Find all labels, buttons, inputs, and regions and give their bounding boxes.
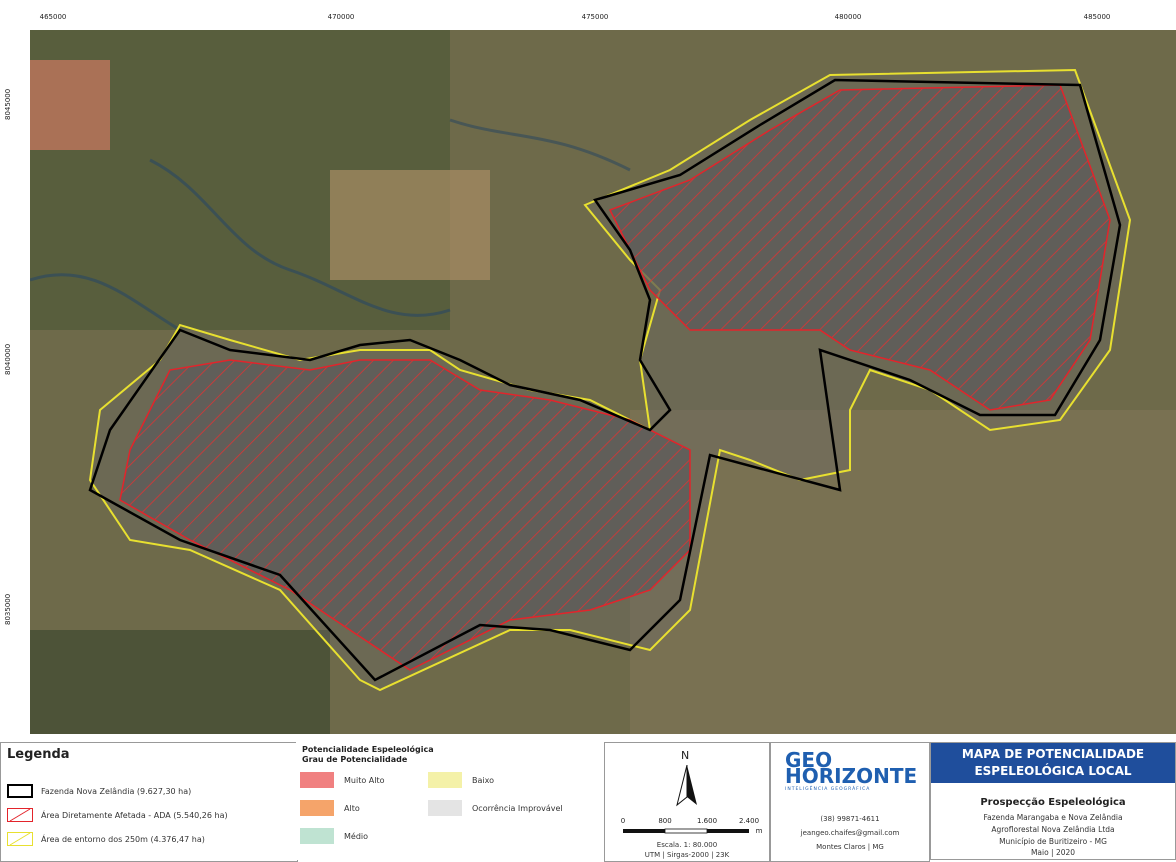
scale-tick: 800 <box>658 817 672 825</box>
potential-title-line: Grau de Potencialidade <box>302 755 408 764</box>
info-line: Fazenda Marangaba e Nova Zelândia <box>983 813 1123 822</box>
x-tick-label: 465000 <box>39 13 67 21</box>
scale-tick: 1.600 <box>696 817 718 825</box>
north-label: N <box>681 749 690 762</box>
potential-class-medio: Médio <box>300 828 368 844</box>
scale-bar <box>623 828 749 834</box>
logo-horizonte: HORIZONTE <box>785 764 918 788</box>
contact-email: jeangeo.chaifes@gmail.com <box>800 829 900 837</box>
forest-patch <box>30 630 330 734</box>
boundary-symbol <box>7 784 33 798</box>
potential-title-line: Potencialidade Espeleológica <box>302 745 434 754</box>
x-tick-label: 475000 <box>581 13 609 21</box>
ada-area-west <box>119 359 691 671</box>
river <box>449 118 631 172</box>
river <box>30 273 181 332</box>
potential-class-baixo: Baixo <box>428 772 494 788</box>
buffer-symbol <box>7 832 33 846</box>
map-title-line: ESPELEOLÓGICA LOCAL <box>974 764 1132 778</box>
potential-class-improvavel: Ocorrência Improvável <box>428 800 563 816</box>
class-label: Baixo <box>472 775 494 785</box>
class-label: Alto <box>344 803 360 813</box>
field-patch <box>330 170 490 280</box>
projection-text: UTM | Sirgas-2000 | 23K <box>644 851 730 859</box>
scale-tick: 2.400 <box>738 817 760 825</box>
scale-panel: N 0 800 1.600 2.400 m Escala. 1: 80.000 … <box>604 742 770 862</box>
potential-legend: Potencialidade Espeleológica Grau de Pot… <box>296 742 602 860</box>
legend: Legenda Fazenda Nova Zelândia (9.627,30 … <box>0 742 298 862</box>
map-subtitle: Prospecção Espeleológica <box>980 797 1126 808</box>
legend-title: Legenda <box>7 747 70 762</box>
class-swatch <box>300 772 334 788</box>
company-logo-panel: GEO HORIZONTE INTELIGÊNCIA GEOGRÁFICA (3… <box>770 742 930 862</box>
scale-unit: m <box>755 827 763 835</box>
map-title: MAPA DE POTENCIALIDADE ESPELEOLÓGICA LOC… <box>931 743 1175 783</box>
legend-item-label: Área de entorno dos 250m (4.376,47 ha) <box>41 834 205 844</box>
info-line: Município de Buritizeiro - MG <box>999 837 1107 846</box>
class-label: Ocorrência Improvável <box>472 803 563 813</box>
contact-phone: (38) 99871-4611 <box>820 815 880 823</box>
class-swatch <box>300 800 334 816</box>
map-title-panel: MAPA DE POTENCIALIDADE ESPELEOLÓGICA LOC… <box>930 742 1176 860</box>
y-tick-label: 8040000 <box>4 343 12 375</box>
savanna-patch <box>630 410 1176 734</box>
x-tick-label: 485000 <box>1083 13 1111 21</box>
scale-text: Escala. 1: 80.000 <box>656 841 718 849</box>
ada-area-east <box>608 84 1111 411</box>
info-line: Maio | 2020 <box>1030 848 1076 857</box>
y-tick-label: 8035000 <box>4 593 12 625</box>
scale-tick: 0 <box>620 817 626 825</box>
river <box>149 158 451 317</box>
class-label: Médio <box>344 831 369 841</box>
class-swatch <box>428 800 462 816</box>
satellite-map[interactable] <box>30 30 1176 734</box>
potential-legend-title: Potencialidade Espeleológica Grau de Pot… <box>302 745 434 765</box>
logo-tagline: INTELIGÊNCIA GEOGRÁFICA <box>785 787 871 792</box>
legend-item-buffer: Área de entorno dos 250m (4.376,47 ha) <box>7 829 205 849</box>
legend-item-ada: Área Diretamente Afetada - ADA (5.540,26… <box>7 805 228 825</box>
legend-item-boundary: Fazenda Nova Zelândia (9.627,30 ha) <box>7 781 191 801</box>
x-tick-label: 470000 <box>327 13 355 21</box>
potential-class-muito-alto: Muito Alto <box>300 772 385 788</box>
x-tick-label: 480000 <box>834 13 862 21</box>
bare-soil-patch <box>30 60 110 150</box>
map-title-line: MAPA DE POTENCIALIDADE <box>961 747 1145 761</box>
info-line: Agroflorestal Nova Zelândia Ltda <box>991 825 1115 834</box>
class-swatch <box>428 772 462 788</box>
ada-symbol <box>7 808 33 822</box>
legend-item-label: Fazenda Nova Zelândia (9.627,30 ha) <box>41 786 192 796</box>
farm-boundary <box>88 78 1122 682</box>
contact-city: Montes Claros | MG <box>816 843 884 851</box>
legend-item-label: Área Diretamente Afetada - ADA (5.540,26… <box>41 810 228 820</box>
map-frame: 465000 470000 475000 480000 485000 80450… <box>4 13 1176 734</box>
y-tick-label: 8045000 <box>4 88 12 120</box>
map-footer: Legenda Fazenda Nova Zelândia (9.627,30 … <box>0 738 1176 862</box>
class-label: Muito Alto <box>344 775 385 785</box>
logo-geo: GEO <box>785 748 833 772</box>
class-swatch <box>300 828 334 844</box>
north-arrow-icon <box>676 765 697 807</box>
potential-class-alto: Alto <box>300 800 360 816</box>
